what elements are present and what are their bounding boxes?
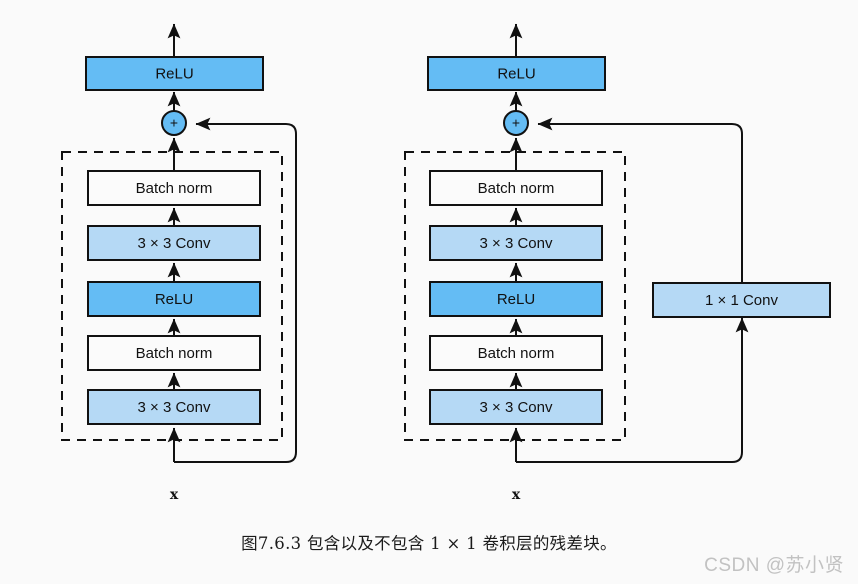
adder-circle-left[interactable]	[161, 110, 187, 136]
box-conv-3x3-1-right-label: 3 × 3 Conv	[480, 399, 553, 416]
skip-connection-left	[174, 117, 297, 463]
adder-circle-right[interactable]	[503, 110, 529, 136]
box-output-relu-right-label: ReLU	[497, 65, 535, 82]
box-conv-3x3-1-left[interactable]	[87, 389, 261, 425]
box-conv-1x1-right-label: 1 × 1 Conv	[705, 292, 778, 309]
box-conv-3x3-2-right[interactable]	[429, 225, 603, 261]
box-relu-inner-left-label: ReLU	[155, 291, 193, 308]
box-batch-norm-1-right[interactable]	[429, 335, 603, 371]
figure-caption: 图7.6.3 包含以及不包含 1 × 1 卷积层的残差块。	[241, 534, 617, 553]
dashed-region-left	[61, 151, 283, 441]
box-output-relu-left[interactable]	[85, 56, 264, 91]
diagram-residual-block-plain: ReLU + Batch norm 3 × 3 Conv ReLU Batch …	[61, 23, 297, 503]
box-output-relu-left-label: ReLU	[155, 65, 193, 82]
input-label-left: x	[170, 487, 179, 503]
box-batch-norm-1-left-label: Batch norm	[136, 345, 213, 362]
box-conv-1x1-right[interactable]	[652, 282, 831, 318]
box-batch-norm-2-right[interactable]	[429, 170, 603, 206]
box-batch-norm-1-right-label: Batch norm	[478, 345, 555, 362]
box-batch-norm-2-left-label: Batch norm	[136, 180, 213, 197]
box-conv-3x3-2-left-label: 3 × 3 Conv	[138, 235, 211, 252]
adder-symbol-right: +	[512, 115, 520, 131]
adder-symbol-left: +	[170, 115, 178, 131]
diagram-residual-block-1x1: 1 × 1 Conv ReLU + Batch norm 3 × 3 Conv …	[404, 23, 831, 503]
box-batch-norm-2-right-label: Batch norm	[478, 180, 555, 197]
box-relu-inner-left[interactable]	[87, 281, 261, 317]
box-relu-inner-right-label: ReLU	[497, 291, 535, 308]
box-batch-norm-2-left[interactable]	[87, 170, 261, 206]
box-conv-3x3-2-right-label: 3 × 3 Conv	[480, 235, 553, 252]
box-conv-3x3-1-left-label: 3 × 3 Conv	[138, 399, 211, 416]
dashed-region-right	[404, 151, 626, 441]
box-conv-3x3-1-right[interactable]	[429, 389, 603, 425]
box-batch-norm-1-left[interactable]	[87, 335, 261, 371]
box-conv-3x3-2-left[interactable]	[87, 225, 261, 261]
csdn-watermark: CSDN @苏小贤	[704, 555, 844, 576]
skip-connection-upper-right	[537, 117, 743, 283]
box-relu-inner-right[interactable]	[429, 281, 603, 317]
box-output-relu-right[interactable]	[427, 56, 606, 91]
skip-connection-lower-right	[516, 317, 749, 463]
input-label-right: x	[512, 487, 521, 503]
